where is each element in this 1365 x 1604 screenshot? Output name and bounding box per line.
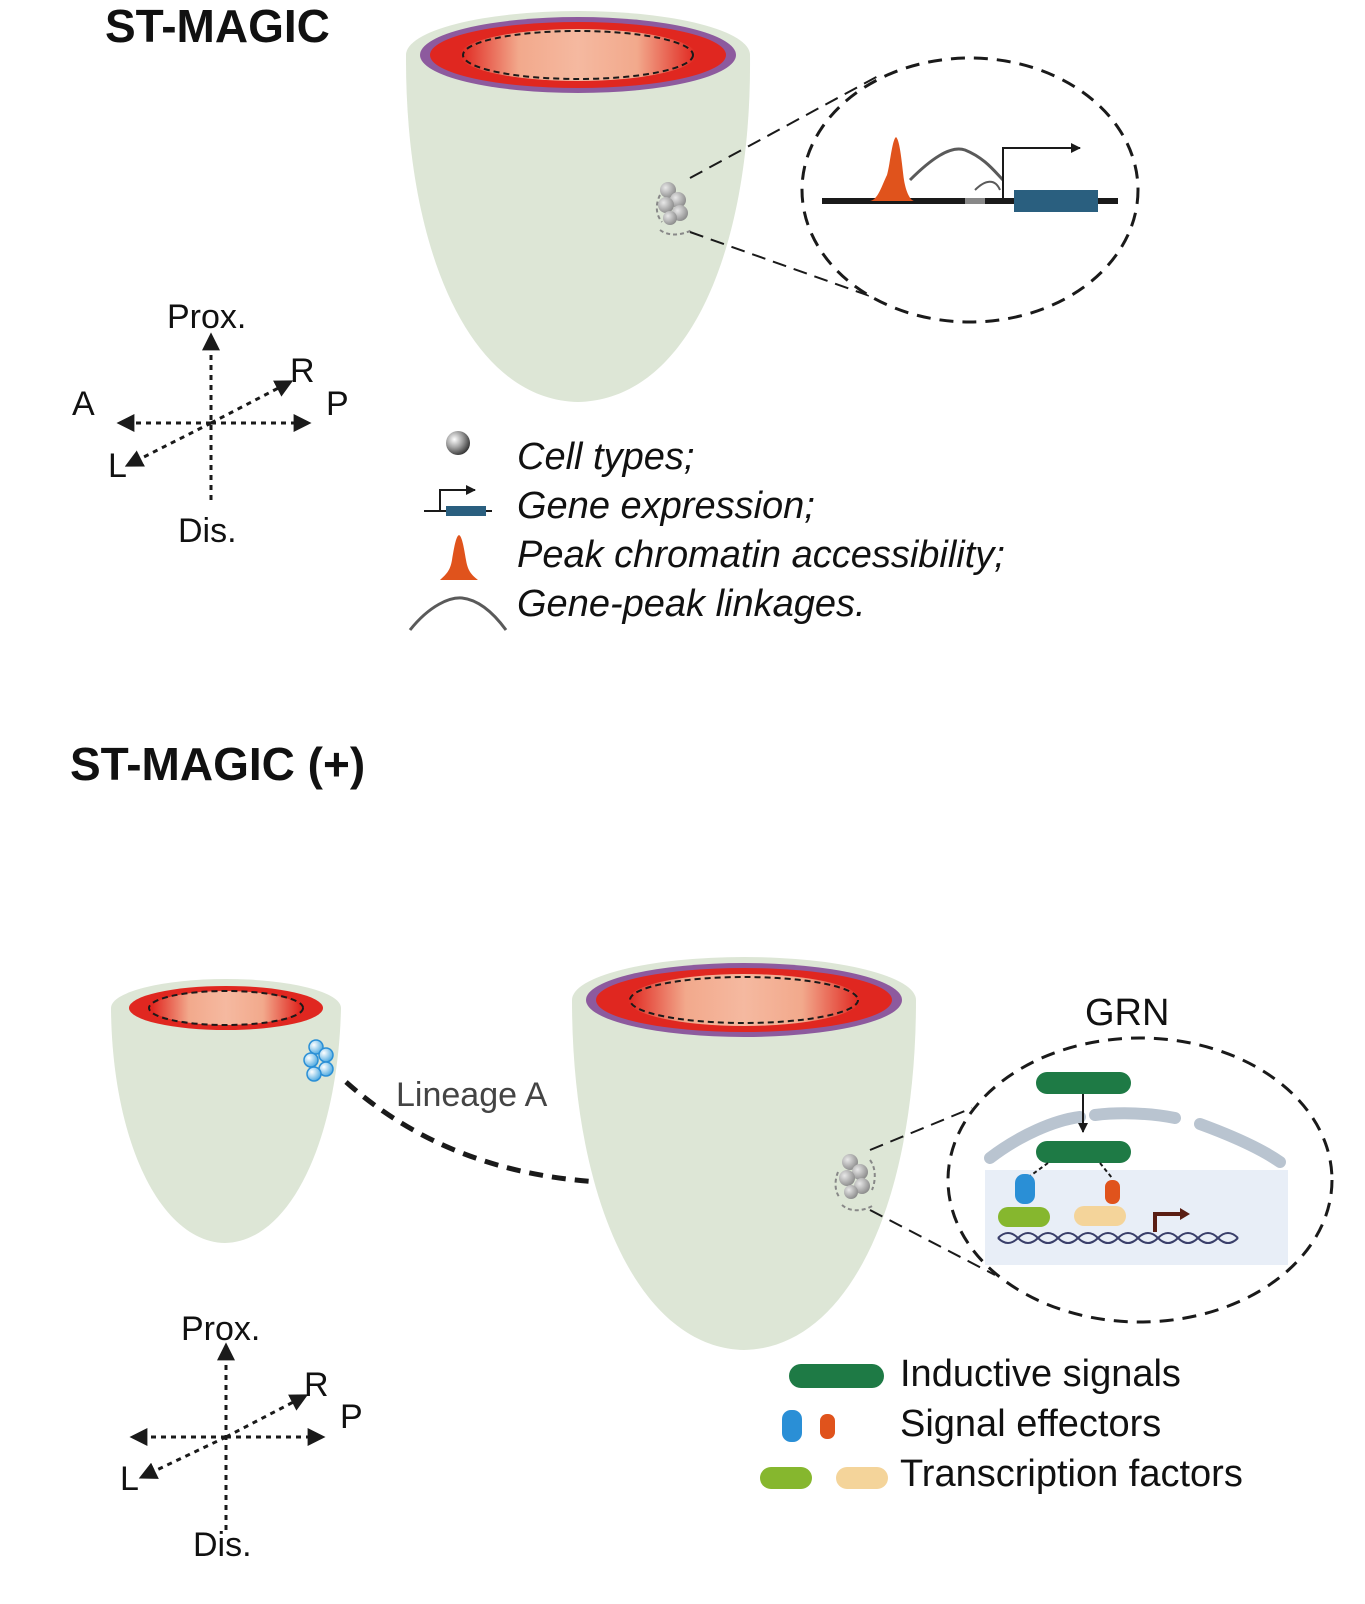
axes-compass-bottom: Prox. Dis. P R L xyxy=(120,1310,363,1564)
legend-label-tf: Transcription factors xyxy=(900,1453,1243,1495)
progenitor-cell-cluster xyxy=(303,1039,334,1082)
tss-arrow xyxy=(1002,143,1081,201)
legend-label-inductive: Inductive signals xyxy=(900,1353,1181,1395)
axis-l-bottom xyxy=(138,1435,227,1479)
label-dis: Dis. xyxy=(178,512,237,550)
axis-r xyxy=(210,380,294,425)
small-arc xyxy=(974,180,1001,191)
link-right xyxy=(1099,1162,1113,1179)
label-prox-bottom: Prox. xyxy=(181,1310,260,1348)
legend-top: Cell types; Gene expression; Peak chroma… xyxy=(408,431,1005,631)
heart-model-large xyxy=(572,957,916,1350)
dna-helix xyxy=(997,1232,1239,1244)
green-pill-icon xyxy=(789,1364,884,1388)
label-p: P xyxy=(326,385,349,423)
bottom-panel-title: ST-MAGIC (+) xyxy=(70,738,365,790)
label-l-bottom: L xyxy=(120,1460,139,1498)
lineage-label: Lineage A xyxy=(396,1076,548,1114)
legend-label-gene-expression: Gene expression; xyxy=(517,485,815,527)
small-lumen-outline xyxy=(148,990,304,1026)
peak-shape xyxy=(870,137,914,201)
effector-icon xyxy=(782,1410,835,1442)
top-panel-title: ST-MAGIC xyxy=(105,0,330,52)
inductive-signal-outer xyxy=(1036,1072,1131,1094)
gene-peak-arc xyxy=(908,147,1005,182)
lumen xyxy=(460,29,696,81)
membrane-mid xyxy=(1089,1107,1181,1124)
large-heart-body xyxy=(572,1000,916,1350)
large-lumen xyxy=(628,974,860,1026)
legend-label-linkages: Gene-peak linkages. xyxy=(517,583,866,625)
grn-title: GRN xyxy=(1085,992,1169,1034)
membrane-right xyxy=(1194,1118,1286,1168)
label-dis-bottom: Dis. xyxy=(193,1526,252,1564)
legend-label-effectors: Signal effectors xyxy=(900,1403,1161,1445)
zoom-circle xyxy=(800,56,1140,324)
legend-bottom: Inductive signals Signal effectors Trans… xyxy=(760,1353,1243,1495)
lumen-dashed-outline xyxy=(462,30,694,80)
grn-zoom-line-lower xyxy=(869,1209,996,1276)
peak-icon xyxy=(440,535,478,580)
link-left xyxy=(1029,1162,1049,1177)
legend-label-peak: Peak chromatin accessibility; xyxy=(517,534,1005,576)
axis-r-bottom xyxy=(225,1394,309,1439)
axis-l xyxy=(124,421,212,467)
cell-cluster-top xyxy=(655,182,693,236)
zoom-line-lower xyxy=(689,231,896,306)
gene-expression-icon xyxy=(424,485,492,516)
small-heart-body xyxy=(111,1008,341,1243)
zoom-line-upper xyxy=(689,74,881,179)
arc-icon xyxy=(408,596,508,631)
transcription-arrow xyxy=(1153,1212,1183,1232)
grn-zoom-inset xyxy=(946,1036,1334,1324)
membrane-left xyxy=(984,1111,1086,1164)
small-lumen xyxy=(152,991,300,1025)
zoom-inset-gene-locus xyxy=(800,56,1140,324)
tf-green xyxy=(998,1207,1050,1227)
effector-orange xyxy=(1105,1180,1120,1204)
axes-compass-top: Prox. Dis. A P R L xyxy=(72,298,349,550)
large-lumen-outline xyxy=(629,976,859,1024)
tf-pill-icon xyxy=(760,1467,888,1489)
transcription-arrowhead xyxy=(1180,1208,1190,1220)
heart-model-top xyxy=(405,11,751,402)
label-r-bottom: R xyxy=(304,1366,329,1404)
label-r: R xyxy=(290,352,315,390)
inductive-signal-inner xyxy=(1036,1141,1131,1163)
label-a: A xyxy=(72,385,95,423)
grn-zoom-line-upper xyxy=(869,1107,973,1151)
heart-model-small xyxy=(111,979,341,1243)
cell-cluster-bottom xyxy=(834,1154,876,1212)
cell-sphere-icon xyxy=(446,431,470,455)
gene-box xyxy=(1014,190,1098,212)
effector-blue xyxy=(1015,1174,1035,1204)
label-p-bottom: P xyxy=(340,1398,363,1436)
label-prox: Prox. xyxy=(167,298,246,336)
heart-body xyxy=(405,55,751,402)
label-l: L xyxy=(108,447,127,485)
tf-beige xyxy=(1074,1206,1126,1226)
legend-label-cell-types: Cell types; xyxy=(517,436,694,478)
